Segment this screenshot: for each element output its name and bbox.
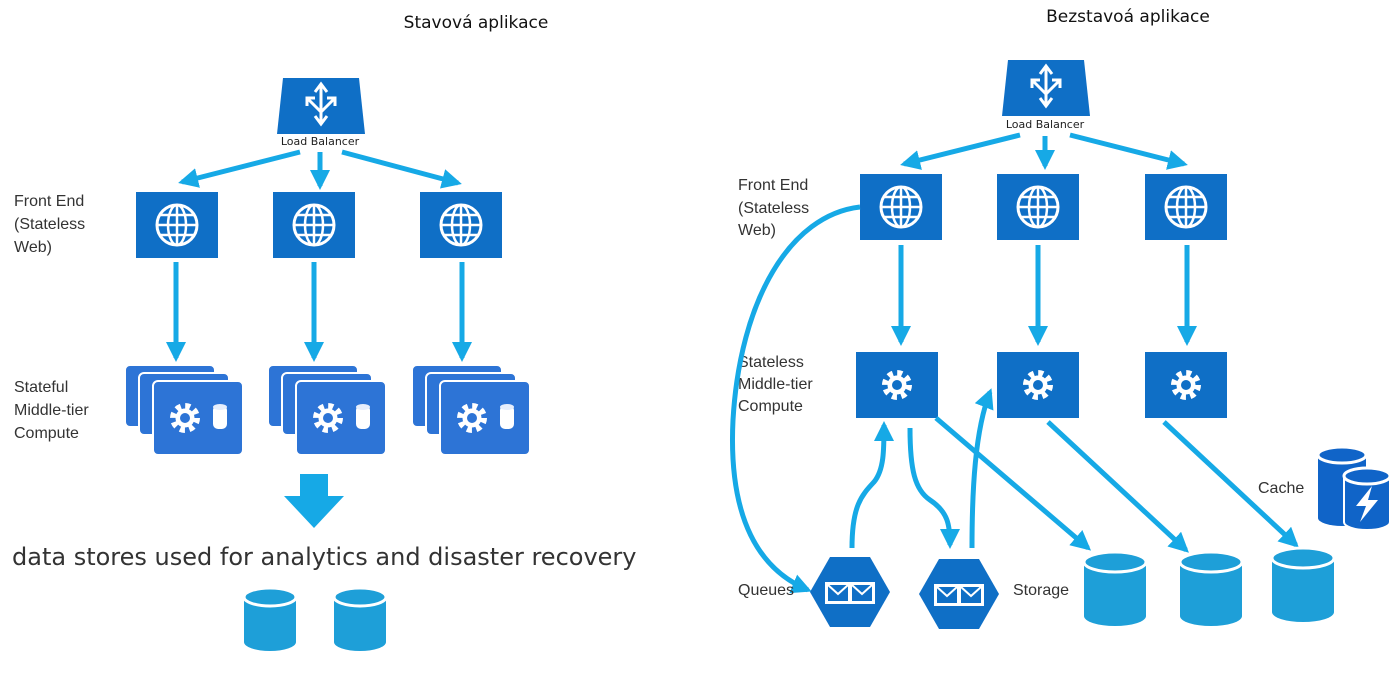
left-title: Stavová aplikace xyxy=(404,13,549,33)
right-front-end-tile-2 xyxy=(995,172,1081,242)
right-load-balancer-label: Load Balancer xyxy=(1006,118,1085,131)
right-storage-icon-1 xyxy=(1082,550,1148,628)
right-queue-compute-arrows xyxy=(849,388,994,549)
right-front-end-tile-3 xyxy=(1143,172,1229,242)
right-load-balancer-icon xyxy=(1000,58,1092,118)
left-lb-arrows xyxy=(178,149,462,190)
left-stateful-tile-1 xyxy=(125,365,243,455)
right-storage-icon-2 xyxy=(1178,550,1244,628)
left-stateful-tile-3 xyxy=(412,365,530,455)
left-storage-icon-2 xyxy=(332,586,388,653)
left-data-stores-label: data stores used for analytics and disas… xyxy=(12,543,637,571)
right-stateless-tile-2 xyxy=(997,352,1079,418)
right-storage-icon-3 xyxy=(1270,546,1336,624)
left-storage-icon-1 xyxy=(242,586,298,653)
right-front-end-label: Front End (Stateless Web) xyxy=(738,177,814,239)
left-load-balancer-icon xyxy=(275,76,367,136)
left-front-end-tile-2 xyxy=(271,190,357,260)
right-stateless-tile-1 xyxy=(856,352,938,418)
left-big-down-arrow xyxy=(284,474,344,528)
right-middle-tier-label: Stateless Middle-tier Compute xyxy=(738,354,817,415)
left-fe-to-mid-arrows xyxy=(166,262,472,362)
right-queues-label: Queues xyxy=(738,582,794,599)
right-cache-icon xyxy=(1316,445,1392,531)
right-frontend-to-queue-arrow xyxy=(729,204,861,594)
left-front-end-tile-3 xyxy=(418,190,504,260)
right-lb-arrows xyxy=(900,132,1188,170)
right-front-end-tile-1 xyxy=(858,172,944,242)
right-fe-to-mid-arrows xyxy=(891,245,1197,346)
right-title: Bezstavoá aplikace xyxy=(1046,7,1210,27)
left-front-end-tile-1 xyxy=(134,190,220,260)
right-stateless-tile-3 xyxy=(1145,352,1227,418)
left-stateful-tile-2 xyxy=(268,365,386,455)
right-compute-to-storage-arrows xyxy=(934,416,1299,553)
right-cache-label: Cache xyxy=(1258,480,1304,497)
left-front-end-label: Front End (Stateless Web) xyxy=(14,193,90,256)
left-load-balancer-label: Load Balancer xyxy=(281,135,360,148)
right-storage-label: Storage xyxy=(1013,582,1069,599)
left-middle-tier-label: Stateful Middle-tier Compute xyxy=(14,379,93,442)
right-queue-icon-1 xyxy=(809,556,891,628)
right-queue-icon-2 xyxy=(918,558,1000,630)
